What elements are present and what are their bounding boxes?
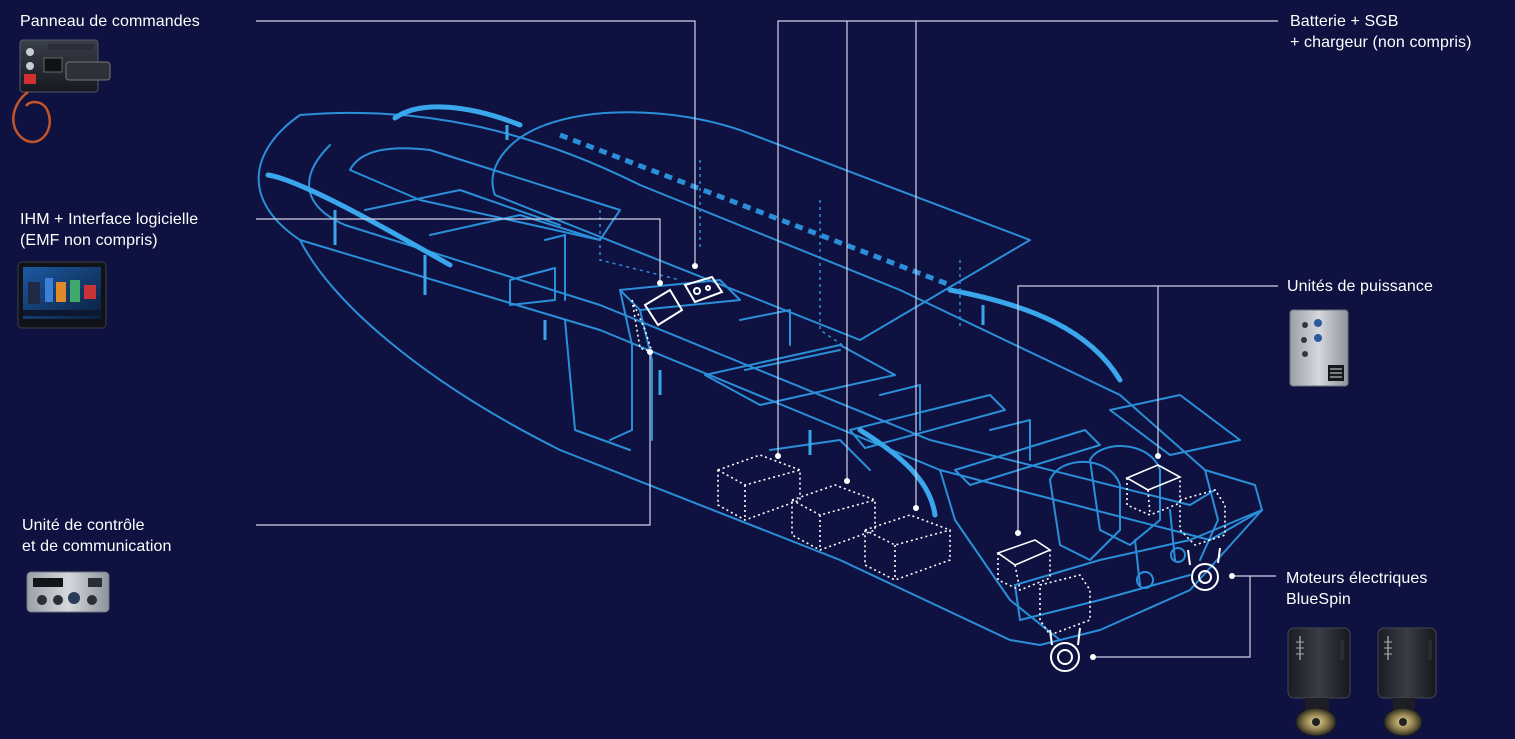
electric-outboard-motor-icon: [1287, 627, 1437, 737]
control-unit-box-icon: [26, 571, 110, 613]
callout-lines: [256, 20, 1278, 658]
label-power-units: Unités de puissance: [1287, 278, 1433, 295]
label-hmi-interface: IHM + Interface logicielle (EMF non comp…: [20, 211, 199, 249]
power-unit-cabinet-icon: [1289, 309, 1349, 387]
boat-hull: [257, 111, 1263, 646]
boat-ttop: [491, 111, 1031, 341]
control-panel-device-icon: [12, 39, 111, 144]
touchscreen-display-icon: [17, 261, 107, 329]
callout-dots: [647, 263, 1235, 660]
boat-hidden-lines: [599, 160, 961, 351]
boat-rails: [265, 104, 1123, 518]
propeller-gears: [1049, 547, 1221, 672]
battery-packs: [717, 454, 1226, 636]
label-electric-motors: Moteurs électriques BlueSpin: [1286, 570, 1428, 608]
hmi-screen-shape: [643, 275, 724, 327]
label-control-panel: Panneau de commandes: [20, 13, 200, 30]
boat-rail-posts: [333, 125, 985, 455]
label-control-unit: Unité de contrôle et de communication: [22, 517, 172, 555]
label-battery: Batterie + SGB + chargeur (non compris): [1290, 13, 1472, 51]
power-unit-boxes-hidden: [997, 477, 1181, 591]
